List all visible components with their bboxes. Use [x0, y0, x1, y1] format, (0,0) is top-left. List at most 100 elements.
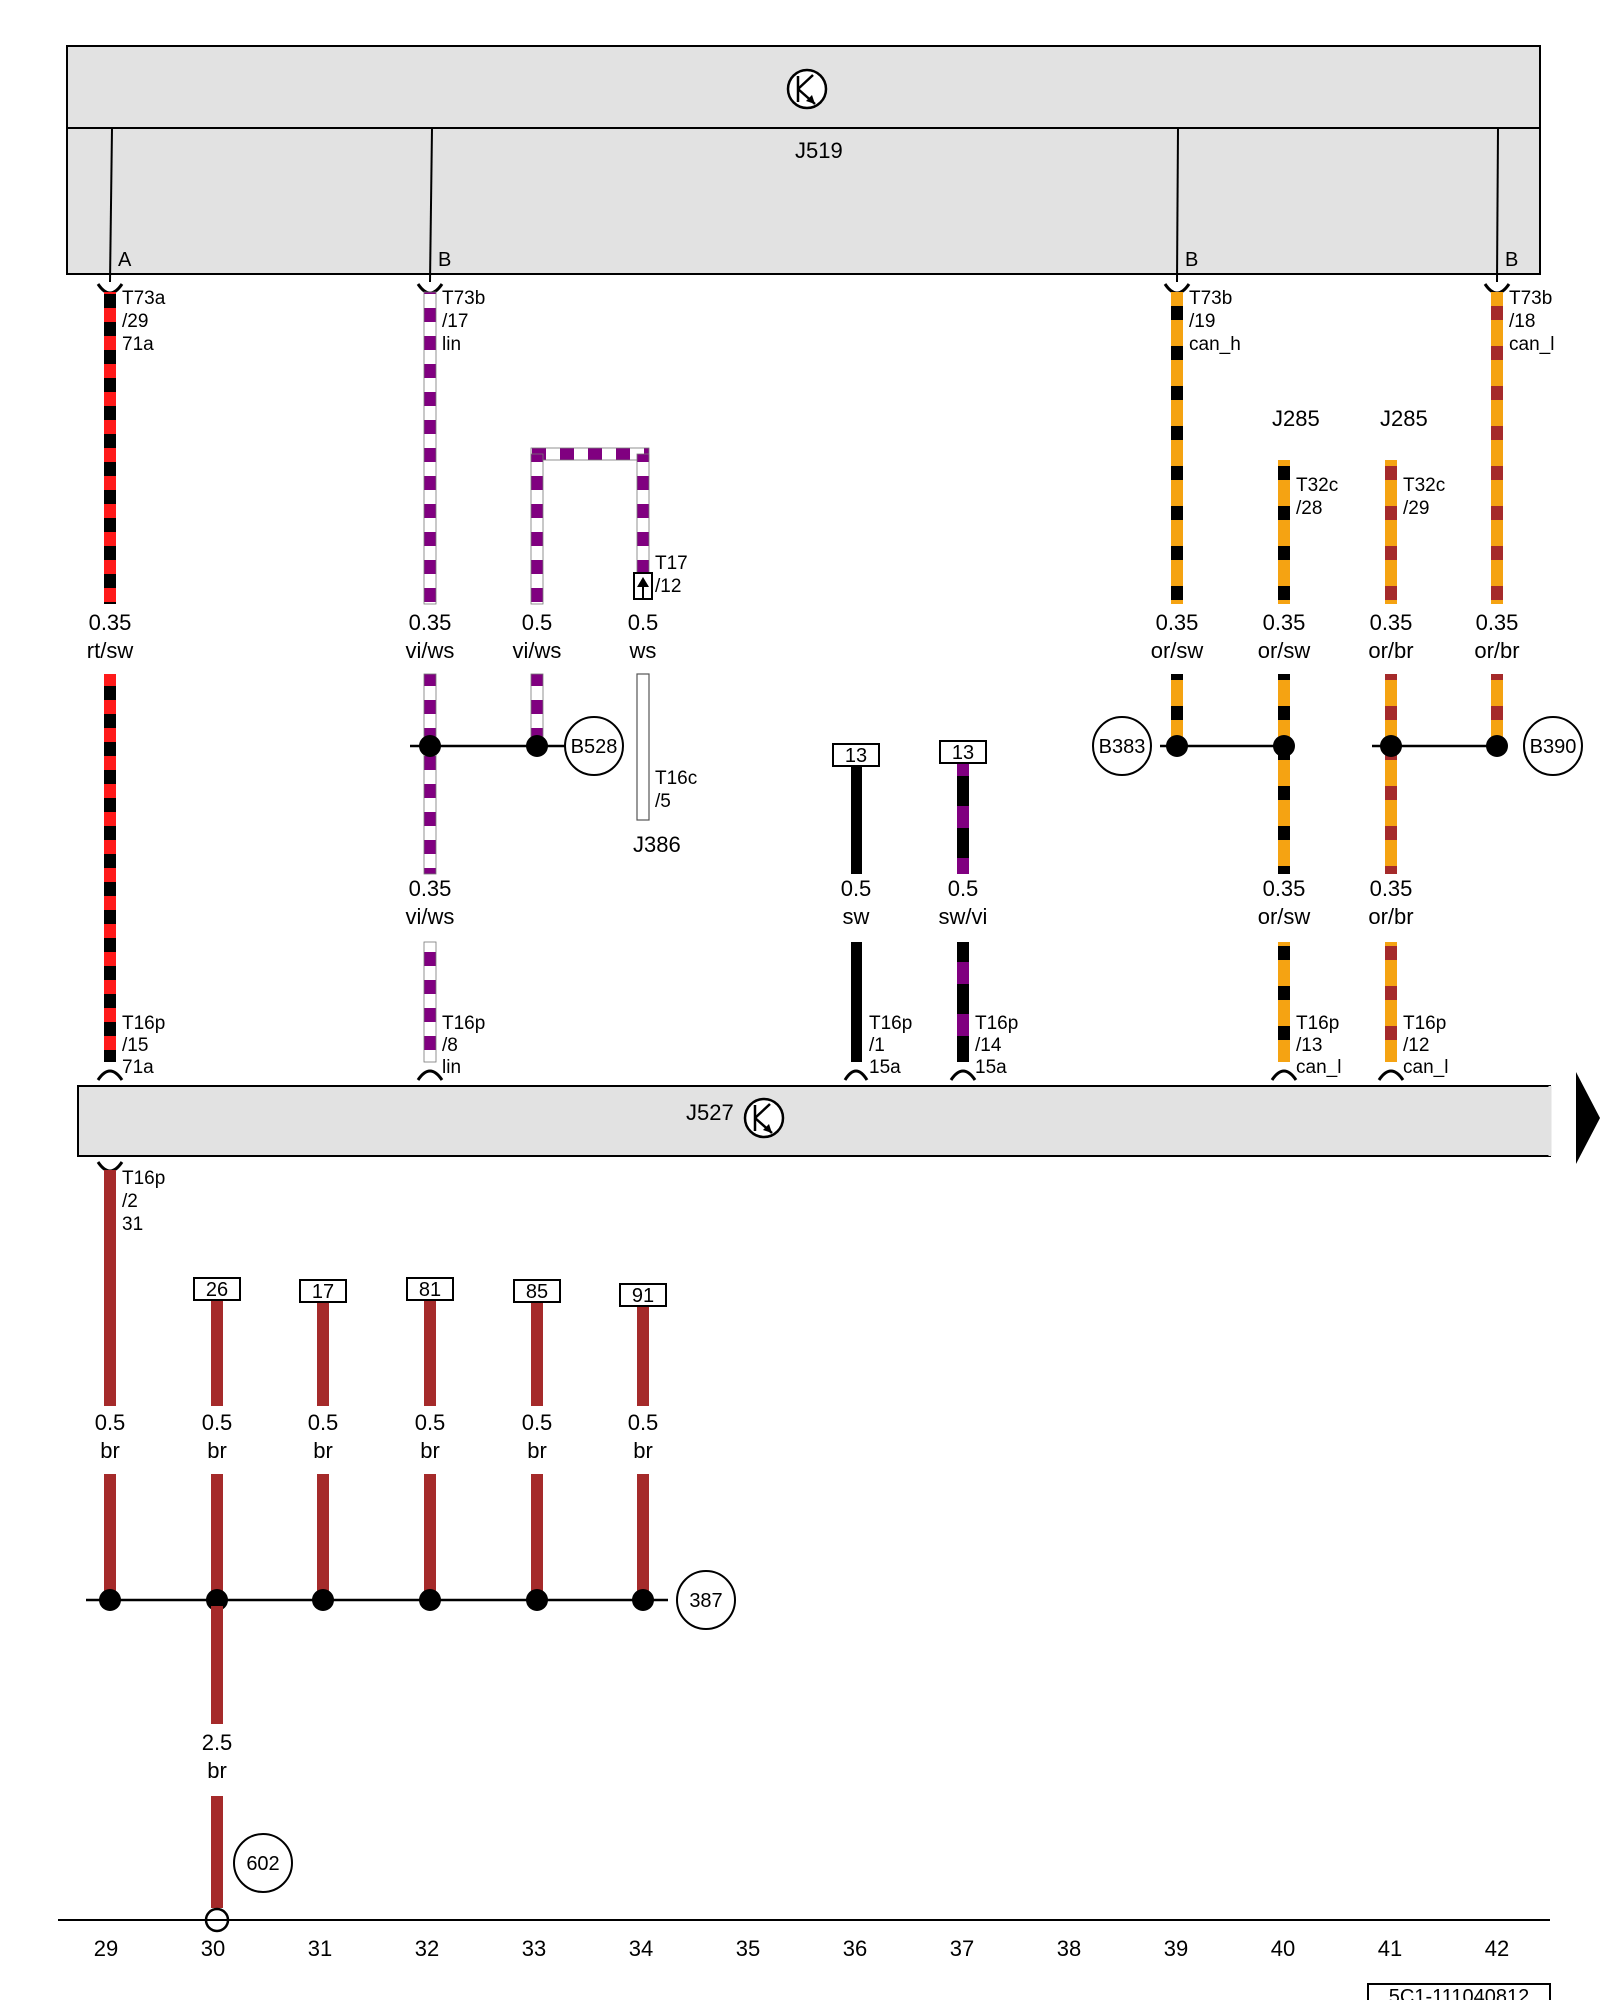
ref-label: 26	[206, 1279, 228, 1301]
wire-color: or/sw	[1258, 638, 1311, 663]
pin-label: /2	[122, 1191, 138, 1212]
conn-label: T16p	[1296, 1013, 1339, 1034]
signal-label: 31	[122, 1214, 143, 1235]
wire-color: br	[527, 1438, 547, 1463]
wire-size: 0.5	[522, 1410, 553, 1435]
wire-color: vi/ws	[406, 638, 455, 663]
pin-label: /12	[655, 576, 681, 597]
wire-size: 0.35	[1156, 610, 1199, 635]
wire-size: 0.35	[1370, 876, 1413, 901]
doc-id-box: 5C1-111040812	[1367, 1983, 1551, 2000]
wire-size: 0.35	[1476, 610, 1519, 635]
wire-color: ws	[629, 638, 657, 663]
ground-wire-34: 91 0.5 br	[619, 1283, 667, 1600]
junction-b383: B383	[1092, 716, 1295, 776]
wire-or-sw-can-h: T73b /19 can_h 0.35 or/sw	[1151, 283, 1241, 746]
wire-size: 0.35	[1263, 610, 1306, 635]
signal-label: 71a	[122, 1057, 154, 1078]
conn-label: T73b	[442, 288, 485, 309]
pin-group-b2: B	[1185, 249, 1198, 271]
pin-label: /17	[442, 311, 468, 332]
grid-number: 33	[522, 1936, 546, 1961]
junction-b528: B528	[410, 716, 624, 776]
conn-label: T16c	[655, 768, 697, 789]
signal-label: can_l	[1403, 1057, 1448, 1078]
wire-size: 0.35	[1370, 610, 1413, 635]
grid-number: 42	[1485, 1936, 1509, 1961]
grid-number: 36	[843, 1936, 867, 1961]
wire-size: 0.5	[948, 876, 979, 901]
wire-size: 0.5	[841, 876, 872, 901]
wire-size: 2.5	[202, 1730, 233, 1755]
wire-sw-vi: 13 0.5 sw/vi T16p /14 15a	[939, 740, 1018, 1081]
grid-number: 40	[1271, 1936, 1295, 1961]
module-code-j285: J285	[1380, 406, 1428, 431]
wire-size: 0.5	[202, 1410, 233, 1435]
module-code-j285: J285	[1272, 406, 1320, 431]
ref-label: 81	[419, 1279, 441, 1301]
grid-number: 31	[308, 1936, 332, 1961]
junction-label: B528	[571, 736, 618, 758]
signal-label: lin	[442, 334, 461, 355]
wire-size: 0.5	[95, 1410, 126, 1435]
pin-label: /12	[1403, 1035, 1429, 1056]
signal-label: can_h	[1189, 334, 1241, 355]
wire-color: or/br	[1474, 638, 1519, 663]
signal-label: can_l	[1509, 334, 1554, 355]
wire-color: br	[313, 1438, 333, 1463]
wire-color: or/sw	[1151, 638, 1204, 663]
wire-color: sw/vi	[939, 904, 988, 929]
pin-group-a: A	[118, 249, 132, 271]
ground-wire-main: 2.5 br 602	[202, 1606, 293, 1933]
wire-size: 0.35	[89, 610, 132, 635]
control-unit-symbol-icon	[786, 68, 828, 110]
wire-size: 0.35	[1263, 876, 1306, 901]
grid-number: 29	[94, 1936, 118, 1961]
conn-label: T17	[655, 553, 688, 574]
grid-number: 34	[629, 1936, 653, 1961]
conn-label: T16p	[975, 1013, 1018, 1034]
module-code-j386: J386	[633, 832, 681, 857]
wire-size: 0.5	[415, 1410, 446, 1435]
pin-label: /14	[975, 1035, 1002, 1056]
conn-label: T32c	[1403, 475, 1445, 496]
pin-group-b1: B	[438, 249, 451, 271]
wire-or-sw-j285: J285 T32c /28 0.35 or/sw 0.35 or/sw T16p…	[1258, 406, 1341, 1081]
continuation-arrow-icon	[1576, 1072, 1600, 1164]
pin-label: /29	[1403, 498, 1429, 519]
conn-label: T16p	[869, 1013, 912, 1034]
junction-387: 387	[86, 1570, 736, 1630]
wire-size: 0.35	[409, 610, 452, 635]
wire-vi-ws-lin: T73b /17 lin 0.35 vi/ws 0.35 vi/ws T16p …	[406, 283, 485, 1081]
ground-wire-33: 85 0.5 br	[513, 1279, 561, 1600]
junction-label: B383	[1099, 736, 1146, 758]
doc-id: 5C1-111040812	[1389, 1986, 1530, 2000]
wire-color: br	[207, 1438, 227, 1463]
module-j519: J519 A B B B	[66, 45, 1541, 283]
wire-size: 0.5	[628, 610, 659, 635]
module-code-j527: J527	[686, 1100, 734, 1125]
module-j527: J527	[77, 1072, 1600, 1164]
conn-label: T16p	[442, 1013, 485, 1034]
wire-rt-sw: T73a /29 71a 0.35 rt/sw T16p /15 71a	[87, 283, 166, 1081]
pin-label: /19	[1189, 311, 1215, 332]
pin-label: /13	[1296, 1035, 1322, 1056]
wire-color: br	[420, 1438, 440, 1463]
module-code-j519: J519	[795, 138, 843, 163]
wire-color: vi/ws	[406, 904, 455, 929]
grid-number: 39	[1164, 1936, 1188, 1961]
grid-number: 38	[1057, 1936, 1081, 1961]
wire-size: 0.5	[522, 610, 553, 635]
signal-label: lin	[442, 1057, 461, 1078]
signal-label: 15a	[869, 1057, 901, 1078]
wire-or-br-can-l: T73b /18 can_l 0.35 or/br	[1474, 283, 1554, 746]
pin-group-b3: B	[1505, 249, 1518, 271]
conn-label: T16p	[1403, 1013, 1446, 1034]
wire-color: br	[633, 1438, 653, 1463]
ref-label: 91	[632, 1285, 654, 1307]
conn-label: T16p	[122, 1168, 165, 1189]
ref-label: 13	[845, 745, 867, 767]
junction-label: B390	[1530, 736, 1577, 758]
